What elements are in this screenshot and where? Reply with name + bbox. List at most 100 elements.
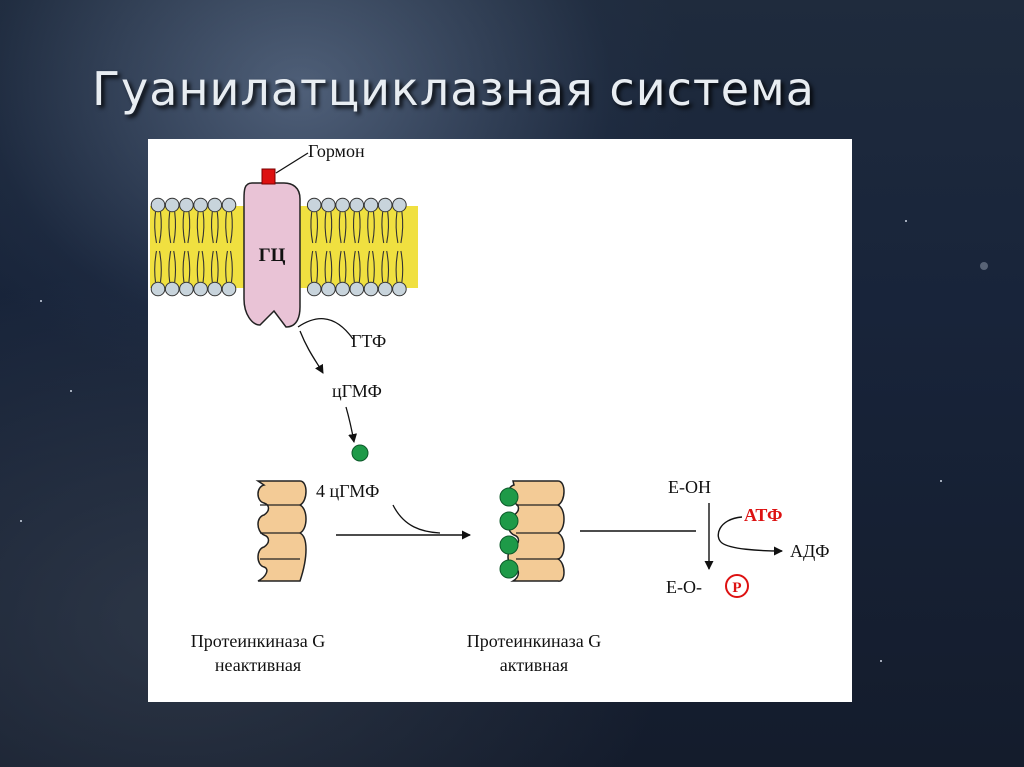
lipid-head	[179, 281, 194, 297]
lipid-tail	[154, 211, 158, 244]
lipid-tail	[395, 250, 399, 283]
lipid-head	[321, 281, 336, 297]
lipid-tail	[400, 211, 404, 244]
lipid-tail	[225, 211, 229, 244]
lipid-head	[392, 281, 407, 297]
lipid-tail	[343, 211, 347, 244]
lipid-tail	[154, 250, 158, 283]
star	[940, 480, 942, 482]
adp-label: АДФ	[790, 541, 830, 561]
lipid-tail	[215, 211, 219, 244]
lipid-head	[207, 197, 223, 213]
lipid-tail	[357, 250, 361, 283]
hormone-shape	[261, 168, 276, 185]
lipid-tail	[386, 211, 390, 244]
phospho-enzyme-label: E-O-	[666, 577, 702, 597]
lipid-head	[392, 197, 407, 213]
cgmp-x4-label: 4 цГМФ	[316, 481, 379, 501]
lipid-tail	[315, 250, 319, 283]
lipid-tail	[338, 250, 342, 283]
phosphate-circle	[725, 574, 749, 598]
atp-adp-curve	[717, 516, 783, 556]
lipid-tail	[352, 250, 356, 283]
lipid-head	[193, 281, 208, 297]
lipid-tail	[187, 211, 191, 244]
lipid-head	[179, 197, 194, 213]
inactive-kinase-shape	[255, 480, 307, 582]
lipid-tail	[168, 250, 172, 283]
lipid-tails	[154, 211, 404, 283]
lipid-head	[306, 197, 322, 213]
receptor-shape	[243, 182, 301, 328]
bound-cgmp-dot	[499, 511, 519, 531]
lipid-tail	[168, 211, 172, 244]
inactive-kinase-label-2: неактивная	[215, 655, 301, 675]
bound-cgmp-dot	[499, 487, 519, 507]
lipid-head	[221, 197, 237, 213]
star	[40, 300, 42, 302]
star	[905, 220, 907, 222]
hormone-pointer-line	[275, 152, 309, 174]
lipid-tail	[182, 211, 186, 244]
cgmp-to-dot-arrow	[345, 406, 357, 443]
lipid-head	[349, 281, 365, 297]
lipid-head	[377, 281, 393, 297]
lipid-head	[164, 197, 180, 213]
lipid-head	[363, 197, 379, 213]
lipid-tail	[329, 250, 333, 283]
lipid-tail	[173, 211, 177, 244]
lipid-head	[321, 197, 336, 213]
cgmp-arrow	[299, 330, 324, 374]
lipid-head	[306, 281, 322, 297]
star	[70, 390, 72, 392]
enzyme-label: ГЦ	[259, 245, 286, 266]
lipid-tail	[357, 211, 361, 244]
lipid-head	[335, 197, 350, 213]
diagram-panel: ГЦ Гормон ГТФ цГМФ 4 цГМФ E-OH АТФ АДФ E…	[148, 139, 852, 702]
lipid-tail	[386, 250, 390, 283]
lipid-tail	[367, 250, 371, 283]
star	[980, 262, 988, 270]
lipid-head	[150, 281, 166, 297]
lipid-tail	[182, 250, 186, 283]
lipid-tail	[229, 250, 233, 283]
lipid-heads-top	[150, 197, 407, 213]
phosphate-label: P	[732, 580, 741, 596]
lipid-tail	[324, 250, 328, 283]
lipid-tail	[381, 211, 385, 244]
lipid-tail	[371, 211, 375, 244]
bound-cgmp-dot	[499, 535, 519, 555]
lipid-tail	[371, 250, 375, 283]
guanylate-cyclase: ГЦ	[243, 168, 301, 328]
bound-cgmp-dot	[499, 559, 519, 579]
lipid-head	[363, 281, 379, 297]
lipid-tail	[367, 211, 371, 244]
lipid-tail	[201, 211, 205, 244]
gtp-curve	[297, 318, 354, 340]
lipid-tail	[343, 250, 347, 283]
hormone-label: Гормон	[308, 141, 365, 161]
lipid-tail	[310, 211, 314, 244]
lipid-head	[349, 197, 365, 213]
lipid-tail	[381, 250, 385, 283]
cgmp-x4-curve	[392, 504, 441, 534]
lipid-tail	[210, 211, 214, 244]
lipid-head	[193, 197, 208, 213]
lipid-tail	[400, 250, 404, 283]
lipid-tail	[158, 250, 162, 283]
lipid-tail	[187, 250, 191, 283]
star	[20, 520, 22, 522]
lipid-head	[377, 197, 393, 213]
lipid-tail	[315, 211, 319, 244]
lipid-tail	[352, 211, 356, 244]
lipid-tail	[338, 211, 342, 244]
gtp-label: ГТФ	[351, 331, 386, 351]
lipid-tail	[229, 211, 233, 244]
lipid-head	[164, 281, 180, 297]
lipid-head	[207, 281, 223, 297]
lipid-tail	[395, 211, 399, 244]
lipid-tail	[310, 250, 314, 283]
cgmp-dot	[351, 444, 369, 462]
inactive-kinase-label-1: Протеинкиназа G	[191, 631, 325, 651]
lipid-heads-bottom	[150, 281, 407, 297]
